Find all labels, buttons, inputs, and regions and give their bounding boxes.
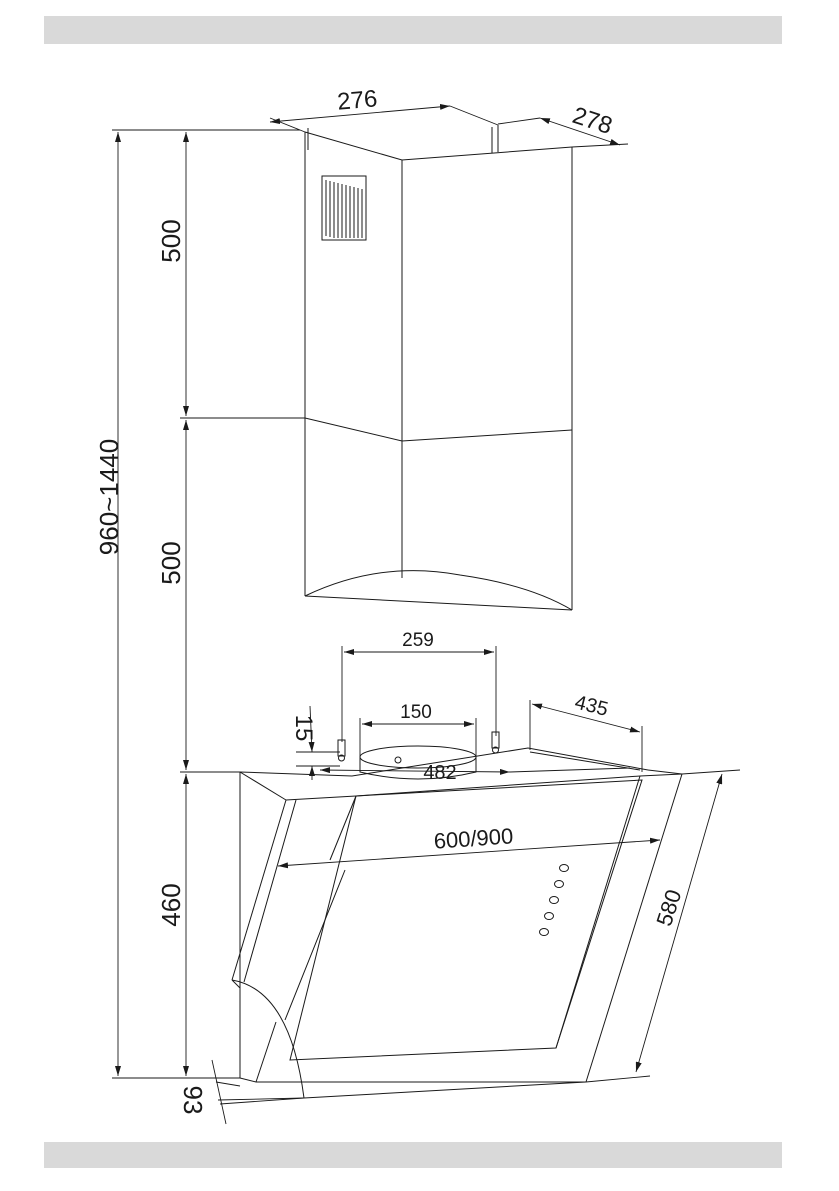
top-width-label: 482 [423, 762, 456, 784]
outlet-diameter-label: 150 [400, 702, 432, 723]
hood-width-label: 600/900 [433, 823, 514, 853]
top-depth-label: 435 [573, 691, 611, 720]
outlet-collar [359, 745, 477, 780]
hood-depth-label: 580 [651, 886, 686, 929]
upper-chimney-label: 500 [156, 219, 186, 262]
mounting-brackets [337, 731, 500, 762]
lower-chimney-label: 500 [156, 541, 186, 584]
total-height-label: 960~1440 [94, 439, 124, 555]
bottom-offset-label: 93 [178, 1086, 208, 1115]
dimension-lines [112, 103, 741, 1125]
vent-grille [321, 175, 367, 241]
chimney-upper [304, 125, 573, 441]
chimney-width-label: 276 [336, 85, 378, 115]
hood-body [231, 747, 683, 1099]
wall-offset-label: 15 [290, 715, 317, 742]
footer-bar [44, 1142, 782, 1168]
hood-height-label: 460 [156, 883, 186, 926]
chimney-depth-label: 278 [569, 102, 615, 140]
control-buttons [539, 864, 569, 936]
chimney-lower [304, 417, 573, 611]
header-bar [44, 16, 782, 44]
bracket-spacing-label: 259 [402, 630, 434, 651]
